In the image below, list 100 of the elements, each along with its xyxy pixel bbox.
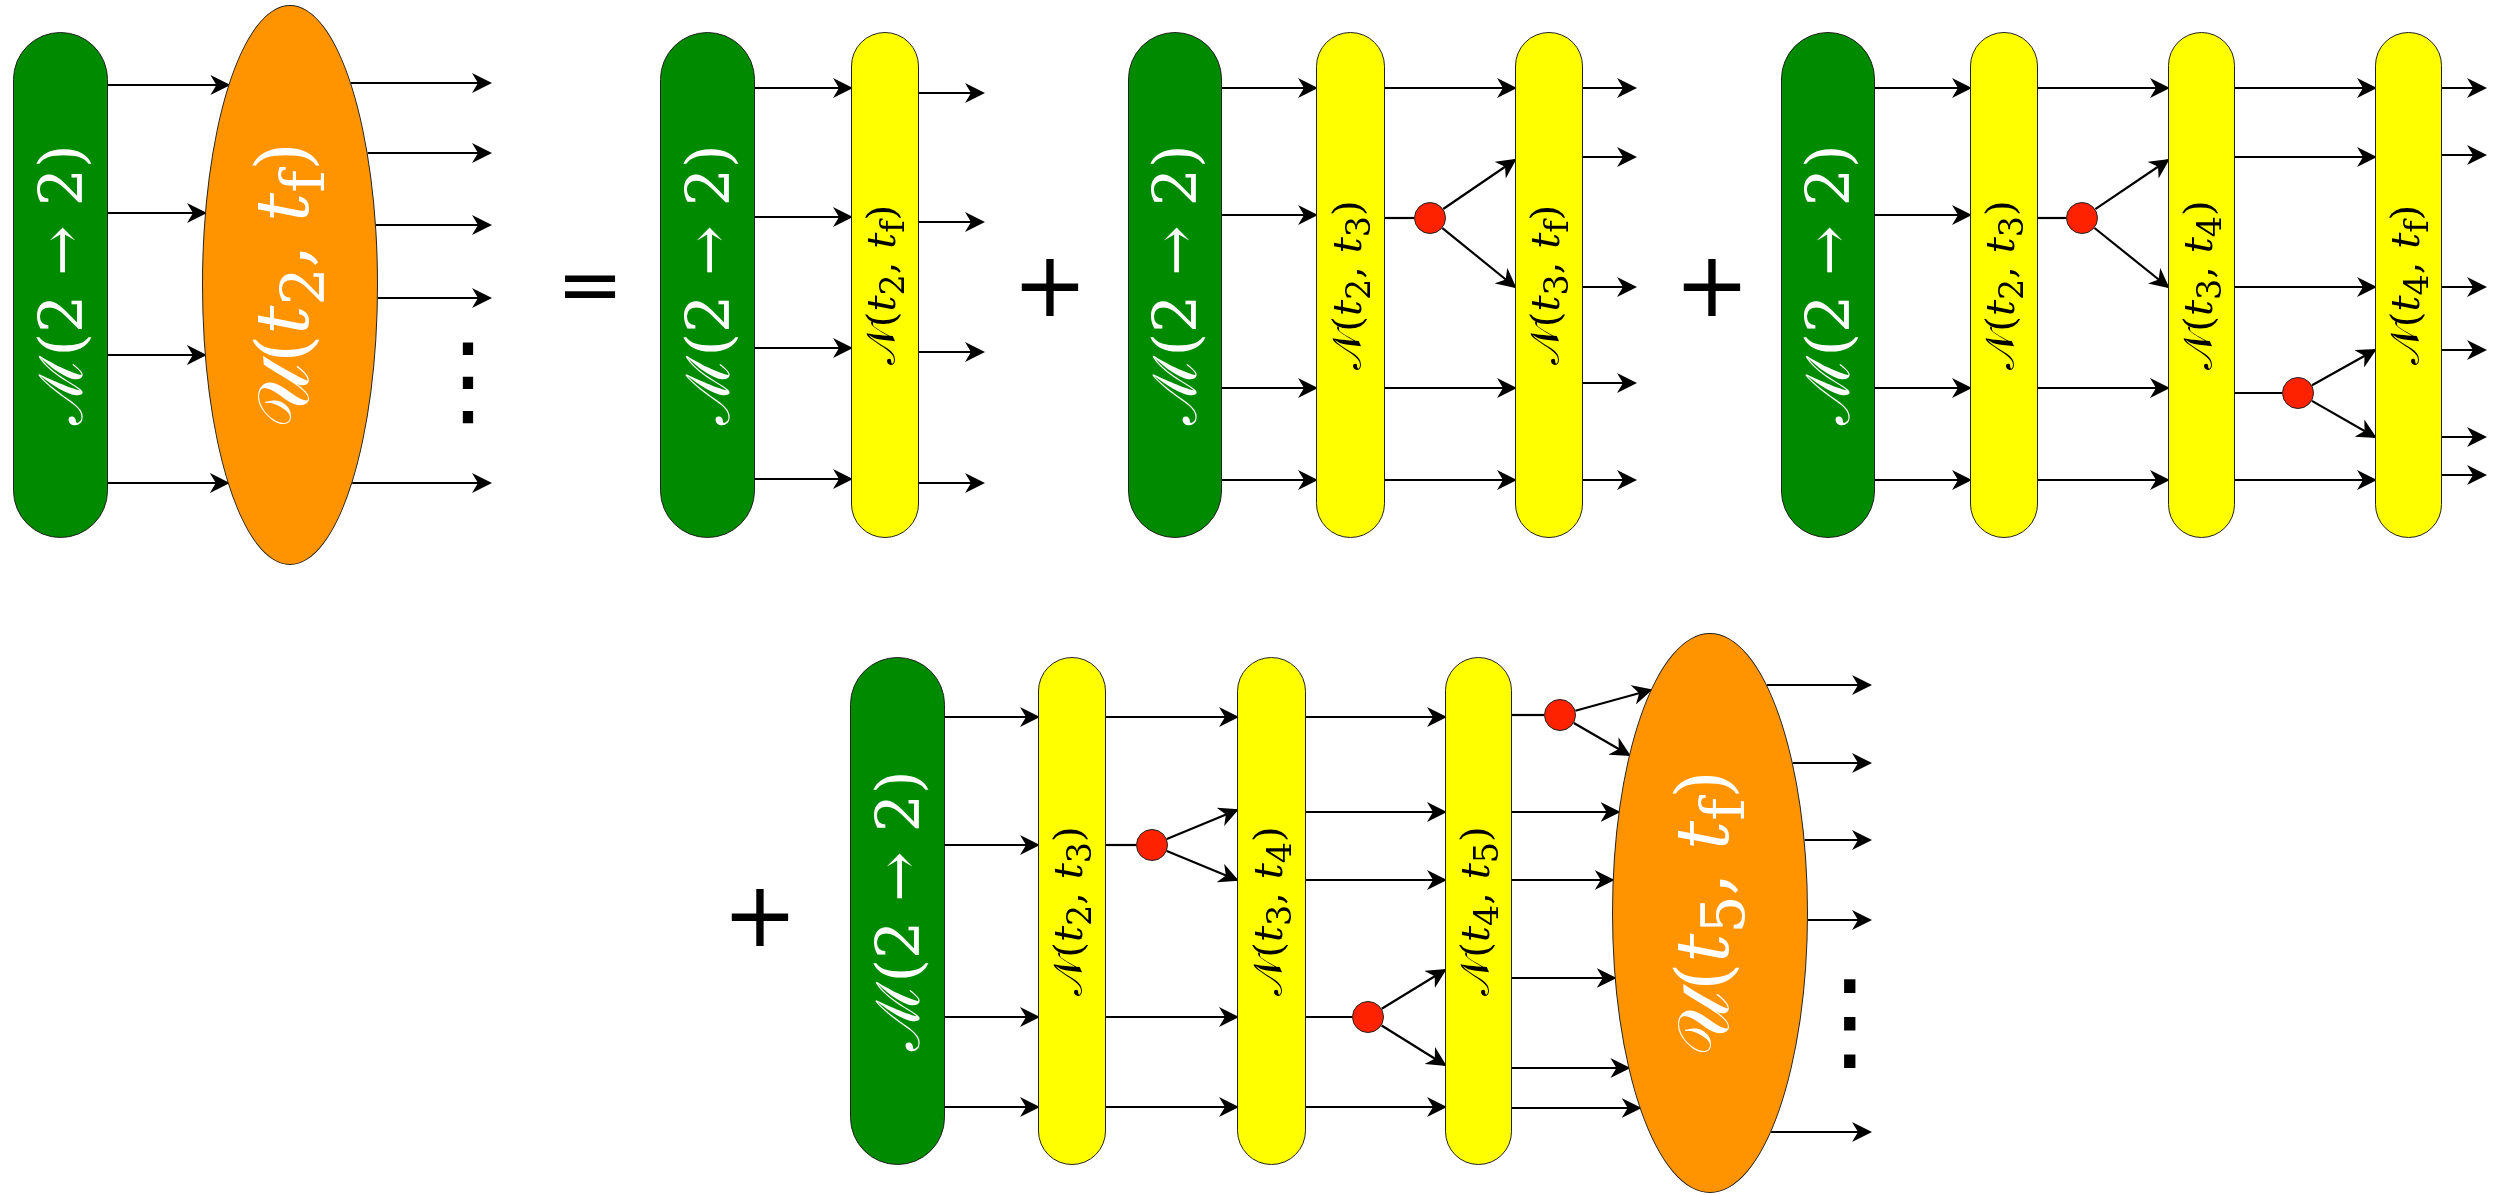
arrow (1306, 870, 1447, 890)
arrow (1804, 830, 1872, 850)
operator-label: ℳ(2 → 2) (867, 770, 928, 1052)
operator-label: ℳ(2 → 2) (677, 144, 738, 426)
arrow (1792, 753, 1872, 773)
arrow (2442, 340, 2487, 360)
arrow (1771, 1122, 1872, 1142)
arrow (1583, 373, 1637, 393)
connector-line (1385, 216, 1414, 220)
connector-line (2235, 391, 2282, 395)
arrow (108, 203, 207, 223)
vertex-dot (1414, 202, 1446, 234)
arrow (1875, 378, 1972, 398)
arrow (1442, 158, 1517, 210)
arrow (2442, 465, 2487, 485)
plus-sign: + (1677, 250, 1747, 320)
arrow (2038, 378, 2170, 398)
arrow (2093, 227, 2170, 289)
connector-line (1306, 1015, 1352, 1019)
arrow (1106, 707, 1239, 727)
arrow (1875, 78, 1972, 98)
arrow (1306, 707, 1447, 727)
arrow (1381, 1024, 1447, 1067)
arrow (1512, 1098, 1642, 1118)
plus-sign: + (1015, 250, 1085, 320)
arrow (1875, 470, 1972, 490)
arrow (1385, 378, 1517, 398)
arrow (2442, 277, 2487, 297)
ellipsis-dots: ⋮ (455, 332, 481, 428)
arrow (945, 707, 1040, 727)
operator-label: ℳ(2 → 2) (1798, 144, 1858, 426)
arrow (1583, 277, 1637, 297)
arrow (1166, 850, 1239, 883)
arrow (919, 212, 985, 232)
arrow (350, 73, 492, 93)
arrow (919, 473, 985, 493)
arrow (1766, 675, 1872, 695)
equals-sign: = (562, 265, 618, 305)
arrow (2038, 470, 2170, 490)
arrow (1222, 378, 1318, 398)
arrow (1583, 78, 1637, 98)
plus-sign: + (725, 880, 795, 950)
connector-line (1512, 713, 1544, 717)
arrow (1583, 147, 1637, 167)
arrow (1106, 1007, 1239, 1027)
arrow (1306, 1097, 1447, 1117)
arrow (2311, 399, 2377, 438)
arrow (755, 469, 853, 489)
arrow (367, 143, 492, 163)
arrow (1512, 802, 1621, 822)
arrow (919, 83, 985, 103)
arrow (919, 342, 985, 362)
arrow (2442, 145, 2487, 165)
operator-label: ℳ(2 → 2) (30, 144, 91, 426)
arrow (1222, 205, 1318, 225)
arrow (1106, 1097, 1239, 1117)
vertex-dot (1544, 699, 1576, 731)
arrow (1385, 78, 1517, 98)
arrow (2235, 470, 2377, 490)
arrow (2442, 78, 2487, 98)
arrow (1306, 802, 1447, 822)
arrow (1166, 807, 1239, 840)
arrow (108, 473, 230, 493)
arrow (2235, 78, 2377, 98)
vertex-dot (2066, 202, 2098, 234)
arrow (2442, 427, 2487, 447)
arrow (1222, 470, 1318, 490)
arrow (1222, 78, 1318, 98)
arrow (945, 1007, 1040, 1027)
arrow (1808, 910, 1872, 930)
arrow (352, 473, 492, 493)
vertex-dot (1136, 829, 1168, 861)
arrow (1512, 968, 1617, 988)
ellipsis-dots: ⋮ (1835, 960, 1865, 1080)
arrow (755, 78, 853, 98)
arrow (1385, 470, 1517, 490)
arrow (1441, 227, 1517, 289)
arrow (376, 215, 492, 235)
arrow (1381, 968, 1447, 1010)
vertex-dot (2282, 377, 2314, 409)
arrow (108, 345, 207, 365)
arrow (1575, 685, 1653, 712)
arrow (1512, 1058, 1631, 1078)
arrow (2311, 349, 2377, 387)
arrow (1573, 722, 1631, 756)
arrow (755, 207, 853, 227)
connector-line (2038, 216, 2066, 220)
arrow (755, 338, 853, 358)
arrow (377, 288, 492, 308)
arrow (945, 835, 1040, 855)
arrow (2038, 78, 2170, 98)
arrow (1512, 870, 1615, 890)
vertex-dot (1352, 1001, 1384, 1033)
arrow (2235, 277, 2377, 297)
arrow (945, 1097, 1040, 1117)
arrow (2235, 147, 2377, 167)
arrow (2094, 158, 2170, 210)
operator-label: ℳ(2 → 2) (1145, 144, 1205, 426)
arrow (1875, 205, 1972, 225)
connector-line (1106, 843, 1136, 847)
